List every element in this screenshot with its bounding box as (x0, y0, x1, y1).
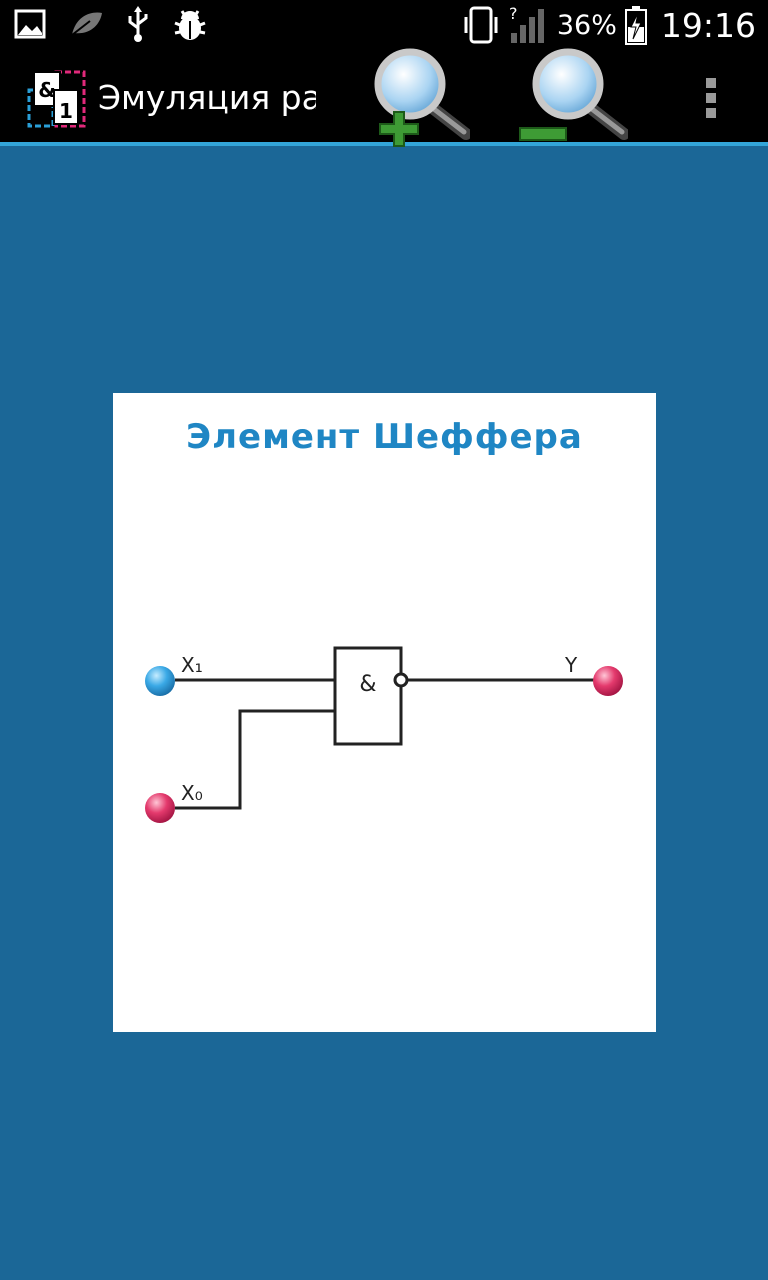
svg-text:?: ? (509, 5, 518, 23)
gate-symbol: & (359, 672, 376, 697)
leaf-icon (71, 12, 102, 36)
output-y-label: Y (564, 653, 578, 677)
clock: 19:16 (660, 5, 756, 45)
vibrate-icon (464, 6, 498, 44)
usb-icon (128, 6, 148, 42)
input-x1-label: X₁ (181, 653, 203, 677)
inversion-bubble (393, 672, 409, 688)
image-icon (14, 9, 46, 39)
signal-icon: ? (509, 5, 544, 43)
app-icon-one-symbol: 1 (59, 99, 73, 123)
input-x1-toggle[interactable] (145, 666, 175, 696)
overflow-menu-icon[interactable] (696, 74, 728, 122)
bug-icon (174, 10, 206, 40)
output-y-indicator (593, 666, 623, 696)
logic-gates-app-icon[interactable]: & 1 (26, 68, 88, 130)
diagram-title: Элемент Шеффера (186, 417, 583, 457)
battery-percent: 36% (556, 9, 617, 41)
wire-x0 (175, 709, 335, 810)
input-x0-toggle[interactable] (145, 793, 175, 823)
diagram-card: Элемент Шеффера & X₁ X₀ Y (113, 393, 656, 1032)
zoom-in-icon[interactable] (360, 48, 470, 148)
nand-gate (333, 646, 403, 746)
zoom-out-icon[interactable] (518, 48, 628, 148)
action-bar-divider (0, 142, 768, 146)
app-title: Эмуляция ра (98, 78, 316, 117)
app-icon-and-symbol: & (38, 78, 55, 102)
status-bar: ? 36% 19:16 (0, 0, 768, 50)
schematic: & X₁ X₀ Y (145, 646, 623, 823)
battery-charging-icon (624, 6, 647, 45)
input-x0-label: X₀ (181, 781, 203, 805)
